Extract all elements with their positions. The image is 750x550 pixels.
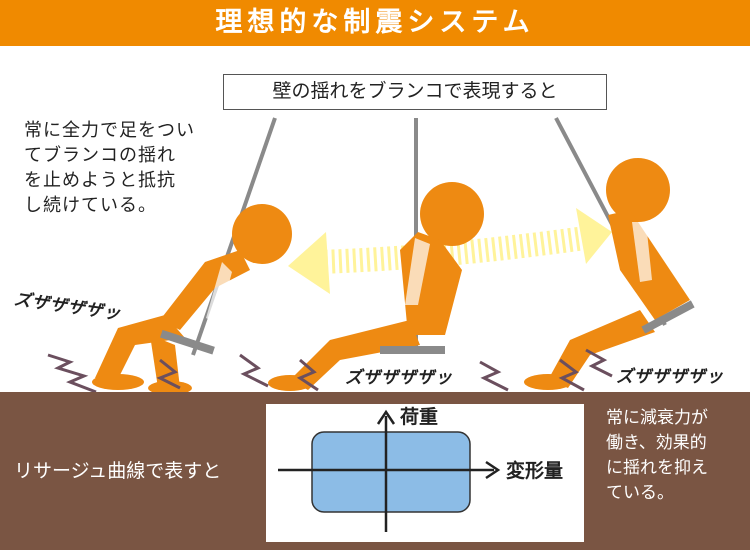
lissajous-graph: 荷重 変形量 — [266, 404, 584, 542]
note-right: 常に減衰力が 働き、効果的 に揺れを抑え ている。 — [606, 406, 746, 506]
x-axis-arrowhead — [485, 460, 501, 480]
figure-right — [524, 158, 690, 390]
friction-marks — [47, 348, 613, 394]
hysteresis-loop-rect — [311, 431, 471, 513]
sound-effect-right: ズザザザザッ — [616, 367, 724, 387]
y-axis-arrowhead — [376, 409, 396, 425]
note-left: 常に全力で足をつい てブランコの揺れ を止めようと抵抗 し続けている。 — [24, 118, 239, 218]
note-right-line: 常に減衰力が — [606, 408, 708, 428]
note-left-line: てブランコの揺れ — [24, 145, 176, 166]
swing-seat-center — [380, 346, 445, 354]
lissajous-graph-svg: 荷重 変形量 — [278, 405, 563, 532]
header-bar: 理想的な制震システム — [0, 0, 750, 46]
note-left-line: 常に全力で足をつい — [24, 120, 195, 141]
note-right-line: に揺れを抑え — [606, 458, 708, 478]
swing-seat-right — [641, 300, 695, 334]
sound-effect-center: ズザザザザッ — [345, 368, 453, 388]
swing-seat-left — [160, 329, 215, 355]
figure-center — [268, 182, 484, 391]
x-axis-label: 変形量 — [506, 459, 563, 482]
swing-caption: 壁の揺れをブランコで表現すると — [223, 74, 607, 110]
y-axis-label: 荷重 — [400, 405, 438, 428]
page-title: 理想的な制震システム — [215, 7, 535, 38]
note-right-line: 働き、効果的 — [606, 433, 707, 453]
note-right-line: ている。 — [606, 483, 674, 503]
lissajous-label: リサージュ曲線で表すと — [14, 460, 222, 482]
note-left-line: し続けている。 — [24, 195, 157, 216]
note-left-line: を止めようと抵抗 — [24, 170, 176, 191]
